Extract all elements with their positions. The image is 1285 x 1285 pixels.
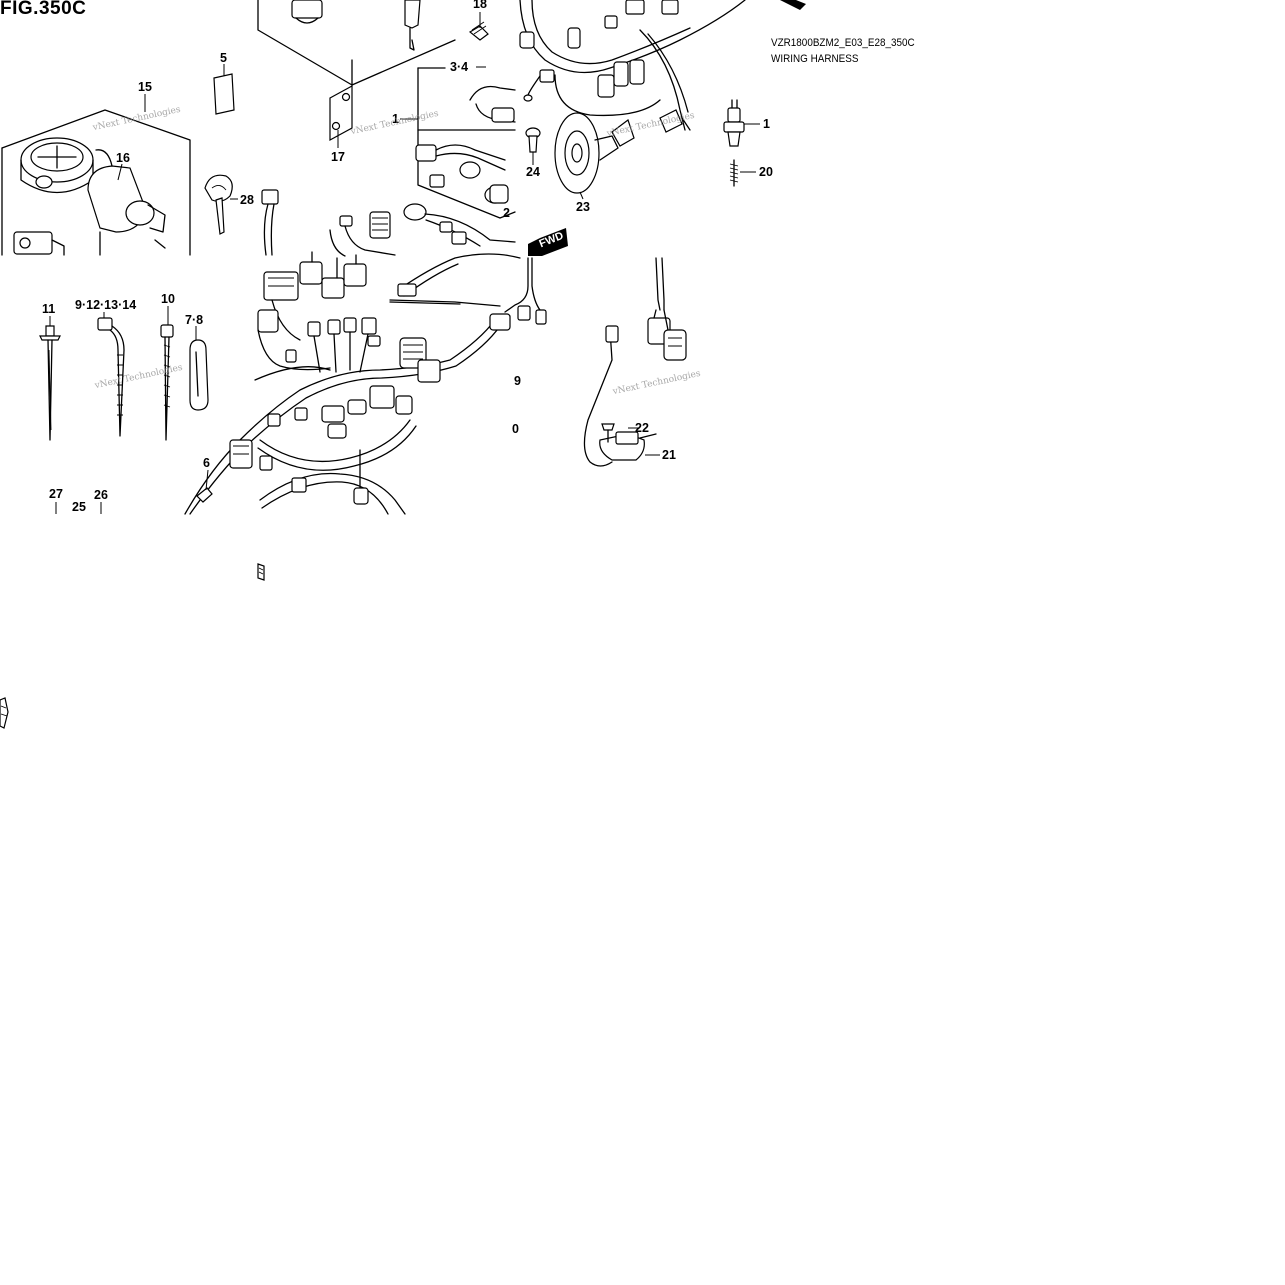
callout-26: 26 xyxy=(94,488,108,502)
callout-22: 22 xyxy=(635,421,649,435)
callout-1: 1 xyxy=(392,112,399,126)
callout-24: 24 xyxy=(526,165,540,179)
callout-25: 25 xyxy=(72,500,86,514)
switch-19 xyxy=(723,99,745,147)
fragment-a xyxy=(257,563,265,581)
fragment-b xyxy=(0,697,9,729)
model-code: VZR1800BZM2_E03_E28_350C xyxy=(771,37,915,49)
callout-9-12-13-14: 9·12·13·14 xyxy=(75,298,137,312)
horn-23 xyxy=(554,112,619,194)
callout-7-8: 7·8 xyxy=(185,313,204,327)
leader-lines xyxy=(49,12,760,491)
callout-0-partial: 0 xyxy=(512,422,519,436)
callout-19-partial: 1 xyxy=(763,117,770,131)
callout-15: 15 xyxy=(138,80,152,94)
harness-upper xyxy=(329,67,516,257)
callout-18: 18 xyxy=(473,0,487,11)
battery-bracket-group xyxy=(257,0,489,142)
callout-5: 5 xyxy=(220,51,227,65)
callout-16: 16 xyxy=(116,151,130,165)
callout-6: 6 xyxy=(203,456,210,470)
callout-21-partial: 2 xyxy=(503,206,510,220)
bolt-24 xyxy=(525,127,541,153)
callout-17: 17 xyxy=(331,150,345,164)
callout-11: 11 xyxy=(42,302,56,316)
callout-28: 28 xyxy=(240,193,254,207)
label-sticker-5 xyxy=(213,73,235,115)
callout-3-4: 3·4 xyxy=(450,60,469,74)
section-name: WIRING HARNESS xyxy=(771,53,859,65)
sensor-21 xyxy=(583,325,657,467)
callout-20-partial: 20 xyxy=(759,165,773,179)
fwd-arrow xyxy=(528,228,568,256)
figure-title: FIG.350C xyxy=(0,0,87,19)
callout-10: 10 xyxy=(161,292,175,306)
callout-9-partial: 9 xyxy=(514,374,521,388)
callout-21: 21 xyxy=(662,448,676,462)
cable-ties xyxy=(39,317,209,441)
ignition-switch-group xyxy=(1,109,191,256)
sub-harness-right xyxy=(647,257,687,361)
key-28 xyxy=(204,174,233,235)
callout-23: 23 xyxy=(576,200,590,214)
main-harness xyxy=(184,251,547,515)
harness-upper-right xyxy=(519,0,806,147)
callout-27: 27 xyxy=(49,487,63,501)
spring-20 xyxy=(729,159,739,187)
